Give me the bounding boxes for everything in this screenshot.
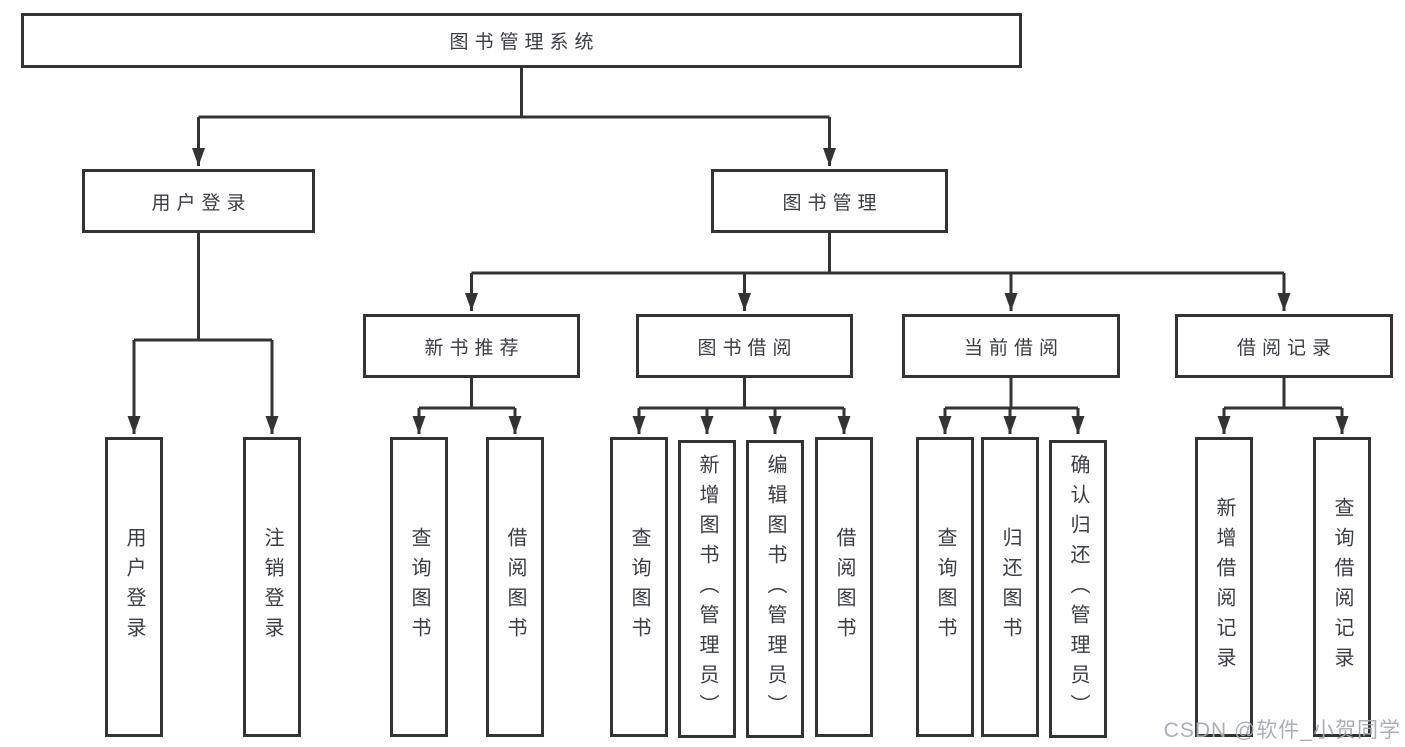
node-user-login: 用户登录 (82, 169, 315, 233)
node-book-management: 图书管理 (711, 169, 948, 233)
leaf-current-query-books: 查询图书 (916, 437, 974, 737)
node-current-borrowing: 当前借阅 (902, 314, 1120, 378)
leaf-newbook-borrow-books: 借阅图书 (486, 437, 544, 737)
leaf-current-confirm-return-admin: 确认归还（管理员） (1049, 440, 1107, 738)
node-book-borrowing: 图书借阅 (636, 314, 853, 378)
node-borrow-records: 借阅记录 (1175, 314, 1393, 378)
node-new-book-recommend: 新书推荐 (363, 314, 580, 378)
leaf-logout: 注销登录 (243, 437, 301, 737)
leaf-borrow-edit-books-admin: 编辑图书（管理员） (746, 440, 804, 738)
leaf-newbook-query-books: 查询图书 (390, 437, 448, 737)
leaf-borrow-borrow-books: 借阅图书 (815, 437, 873, 737)
leaf-records-add-record: 新增借阅记录 (1195, 437, 1253, 737)
leaf-records-query-record: 查询借阅记录 (1313, 437, 1371, 737)
leaf-current-return-books: 归还图书 (981, 437, 1039, 737)
leaf-user-login: 用户登录 (105, 437, 163, 737)
leaf-borrow-query-books: 查询图书 (610, 437, 668, 737)
leaf-borrow-add-books-admin: 新增图书（管理员） (678, 440, 736, 738)
csdn-watermark: CSDN @软件_小贺同学 (1163, 719, 1401, 742)
node-root-system: 图书管理系统 (21, 13, 1022, 68)
